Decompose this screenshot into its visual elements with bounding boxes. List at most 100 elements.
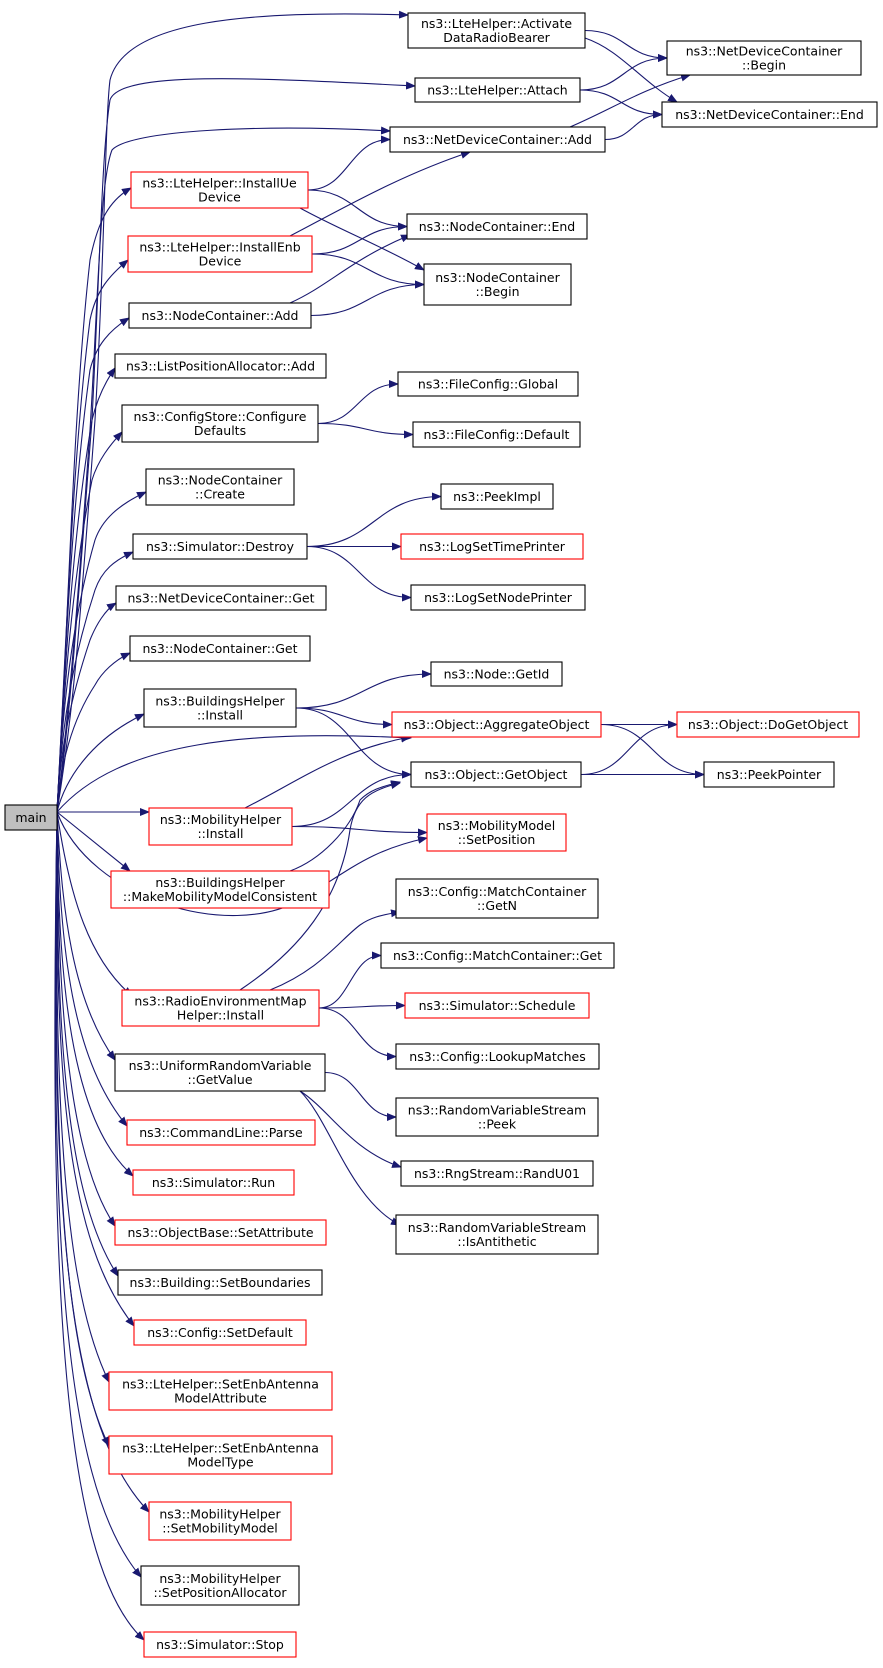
node-label: ::GetValue bbox=[187, 1072, 252, 1087]
node-label: ns3::LteHelper::Activate bbox=[421, 16, 572, 31]
node-attach[interactable]: ns3::LteHelper::Attach bbox=[414, 77, 581, 103]
node-label: ns3::Config::MatchContainer::Get bbox=[393, 948, 602, 963]
node-mcget[interactable]: ns3::Config::MatchContainer::Get bbox=[380, 942, 615, 969]
edge-bhinstall-to-nodegetid bbox=[295, 670, 432, 709]
edge-configstore-to-fcglobal bbox=[317, 380, 399, 425]
edge-simdestroy-to-lognode bbox=[306, 545, 412, 602]
node-label: ns3::MobilityHelper bbox=[159, 1571, 281, 1586]
edge-ndcadd-to-ndcend bbox=[604, 110, 663, 141]
node-ncget[interactable]: ns3::NodeContainer::Get bbox=[129, 635, 311, 662]
edge-ndcadd-to-ndcbegin bbox=[569, 73, 691, 128]
node-fcglobal[interactable]: ns3::FileConfig::Global bbox=[397, 371, 579, 397]
node-box bbox=[108, 1371, 333, 1411]
node-label: ::Install bbox=[197, 708, 243, 723]
node-label: ns3::LteHelper::InstallEnb bbox=[139, 240, 300, 255]
edge-main-to-ncget bbox=[56, 652, 131, 813]
node-label: ns3::NetDeviceContainer bbox=[686, 44, 843, 59]
edge-installue-to-ndcadd bbox=[307, 135, 391, 191]
node-ncadd[interactable]: ns3::NodeContainer::Add bbox=[128, 302, 312, 329]
node-box bbox=[400, 533, 584, 560]
node-label: ns3::NodeContainer::Add bbox=[142, 308, 299, 323]
node-box bbox=[128, 302, 312, 329]
node-getobject[interactable]: ns3::Object::GetObject bbox=[410, 761, 582, 788]
node-logtime[interactable]: ns3::LogSetTimePrinter bbox=[400, 533, 584, 560]
node-box bbox=[148, 807, 293, 846]
node-peekpointer[interactable]: ns3::PeekPointer bbox=[703, 761, 835, 788]
node-lognode[interactable]: ns3::LogSetNodePrinter bbox=[410, 584, 586, 611]
node-box bbox=[132, 1169, 295, 1196]
node-label: ns3::MobilityModel bbox=[438, 818, 555, 833]
node-label: ns3::ConfigStore::Configure bbox=[134, 409, 307, 424]
node-ncbegin[interactable]: ns3::NodeContainer::Begin bbox=[423, 263, 572, 306]
node-fcdefault[interactable]: ns3::FileConfig::Default bbox=[412, 421, 581, 448]
node-ndcadd[interactable]: ns3::NetDeviceContainer::Add bbox=[389, 126, 606, 153]
node-antattr[interactable]: ns3::LteHelper::SetEnbAntennaModelAttrib… bbox=[108, 1371, 333, 1411]
edge-remhelper-to-mcget bbox=[318, 951, 382, 1009]
node-label: ns3::NetDeviceContainer::Add bbox=[403, 132, 592, 147]
node-box bbox=[121, 989, 320, 1027]
node-rvspeek[interactable]: ns3::RandomVariableStream::Peek bbox=[395, 1097, 599, 1137]
node-aggregate[interactable]: ns3::Object::AggregateObject bbox=[391, 711, 602, 738]
edge-activate-to-ndcbegin bbox=[584, 29, 668, 62]
edge-main-to-simdestroy bbox=[56, 551, 134, 813]
node-setattr[interactable]: ns3::ObjectBase::SetAttribute bbox=[114, 1219, 327, 1246]
node-bhinstall[interactable]: ns3::BuildingsHelper::Install bbox=[143, 688, 297, 728]
node-cmdparse[interactable]: ns3::CommandLine::Parse bbox=[126, 1119, 316, 1146]
node-mhinstall[interactable]: ns3::MobilityHelper::Install bbox=[148, 807, 293, 846]
node-ncend[interactable]: ns3::NodeContainer::End bbox=[406, 213, 588, 240]
node-box bbox=[117, 1269, 323, 1296]
edge-simdestroy-to-peekimpl bbox=[306, 492, 442, 548]
node-label: ns3::BuildingsHelper bbox=[155, 694, 285, 709]
node-setposalloc[interactable]: ns3::MobilityHelper::SetPositionAllocato… bbox=[140, 1565, 300, 1606]
node-lookup[interactable]: ns3::Config::LookupMatches bbox=[395, 1043, 600, 1070]
edge-bhmake-to-getobject bbox=[289, 780, 401, 872]
nodes-layer: main ns3::LteHelper::ActivateDataRadioBea… bbox=[4, 12, 878, 1658]
node-label: ns3::UniformRandomVariable bbox=[129, 1058, 312, 1073]
node-ndcend[interactable]: ns3::NetDeviceContainer::End bbox=[661, 101, 878, 128]
node-setbounds[interactable]: ns3::Building::SetBoundaries bbox=[117, 1269, 323, 1296]
edge-installenb-to-ncbegin bbox=[311, 253, 425, 289]
node-bhmake[interactable]: ns3::BuildingsHelper::MakeMobilityModelC… bbox=[110, 870, 330, 909]
node-setmobmodel[interactable]: ns3::MobilityHelper::SetMobilityModel bbox=[148, 1501, 292, 1541]
node-main[interactable]: main bbox=[4, 804, 58, 831]
node-dogetobject[interactable]: ns3::Object::DoGetObject bbox=[676, 711, 860, 738]
node-label: ns3::PeekImpl bbox=[453, 489, 541, 504]
node-setdefault[interactable]: ns3::Config::SetDefault bbox=[133, 1319, 307, 1346]
node-urv[interactable]: ns3::UniformRandomVariable::GetValue bbox=[114, 1053, 326, 1092]
node-peekimpl[interactable]: ns3::PeekImpl bbox=[440, 483, 554, 510]
edge-ncadd-to-ncbegin bbox=[310, 280, 425, 317]
node-setposition[interactable]: ns3::MobilityModel::SetPosition bbox=[426, 813, 567, 852]
node-schedule[interactable]: ns3::Simulator::Schedule bbox=[404, 992, 590, 1019]
node-box bbox=[114, 353, 327, 379]
node-isanti[interactable]: ns3::RandomVariableStream::IsAntithetic bbox=[395, 1214, 599, 1255]
node-randu01[interactable]: ns3::RngStream::RandU01 bbox=[400, 1160, 594, 1187]
node-box bbox=[410, 584, 586, 611]
edge-main-to-urv bbox=[56, 811, 116, 1061]
node-nccreate[interactable]: ns3::NodeContainer::Create bbox=[145, 468, 295, 506]
node-label: ns3::Simulator::Schedule bbox=[419, 998, 576, 1013]
node-nodegetid[interactable]: ns3::Node::GetId bbox=[430, 661, 563, 687]
node-box bbox=[430, 661, 563, 687]
node-box bbox=[114, 1219, 327, 1246]
edge-remhelper-to-mcgetn bbox=[269, 909, 401, 991]
node-simrun[interactable]: ns3::Simulator::Run bbox=[132, 1169, 295, 1196]
node-box bbox=[143, 1631, 297, 1658]
node-box bbox=[389, 126, 606, 153]
edge-getobject-to-dogetobject bbox=[580, 720, 678, 776]
edge-main-to-simrun bbox=[56, 811, 134, 1177]
node-ndcbegin[interactable]: ns3::NetDeviceContainer::Begin bbox=[666, 40, 862, 76]
node-lpaadd[interactable]: ns3::ListPositionAllocator::Add bbox=[114, 353, 327, 379]
node-simdestroy[interactable]: ns3::Simulator::Destroy bbox=[132, 533, 308, 560]
node-ndcget[interactable]: ns3::NetDeviceContainer::Get bbox=[115, 585, 327, 611]
edge-installenb-to-ncend bbox=[311, 222, 408, 255]
node-label: ns3::Config::MatchContainer bbox=[408, 884, 587, 899]
node-label: ns3::RadioEnvironmentMap bbox=[134, 994, 306, 1009]
node-simstop[interactable]: ns3::Simulator::Stop bbox=[143, 1631, 297, 1658]
node-mcgetn[interactable]: ns3::Config::MatchContainer::GetN bbox=[395, 878, 599, 919]
